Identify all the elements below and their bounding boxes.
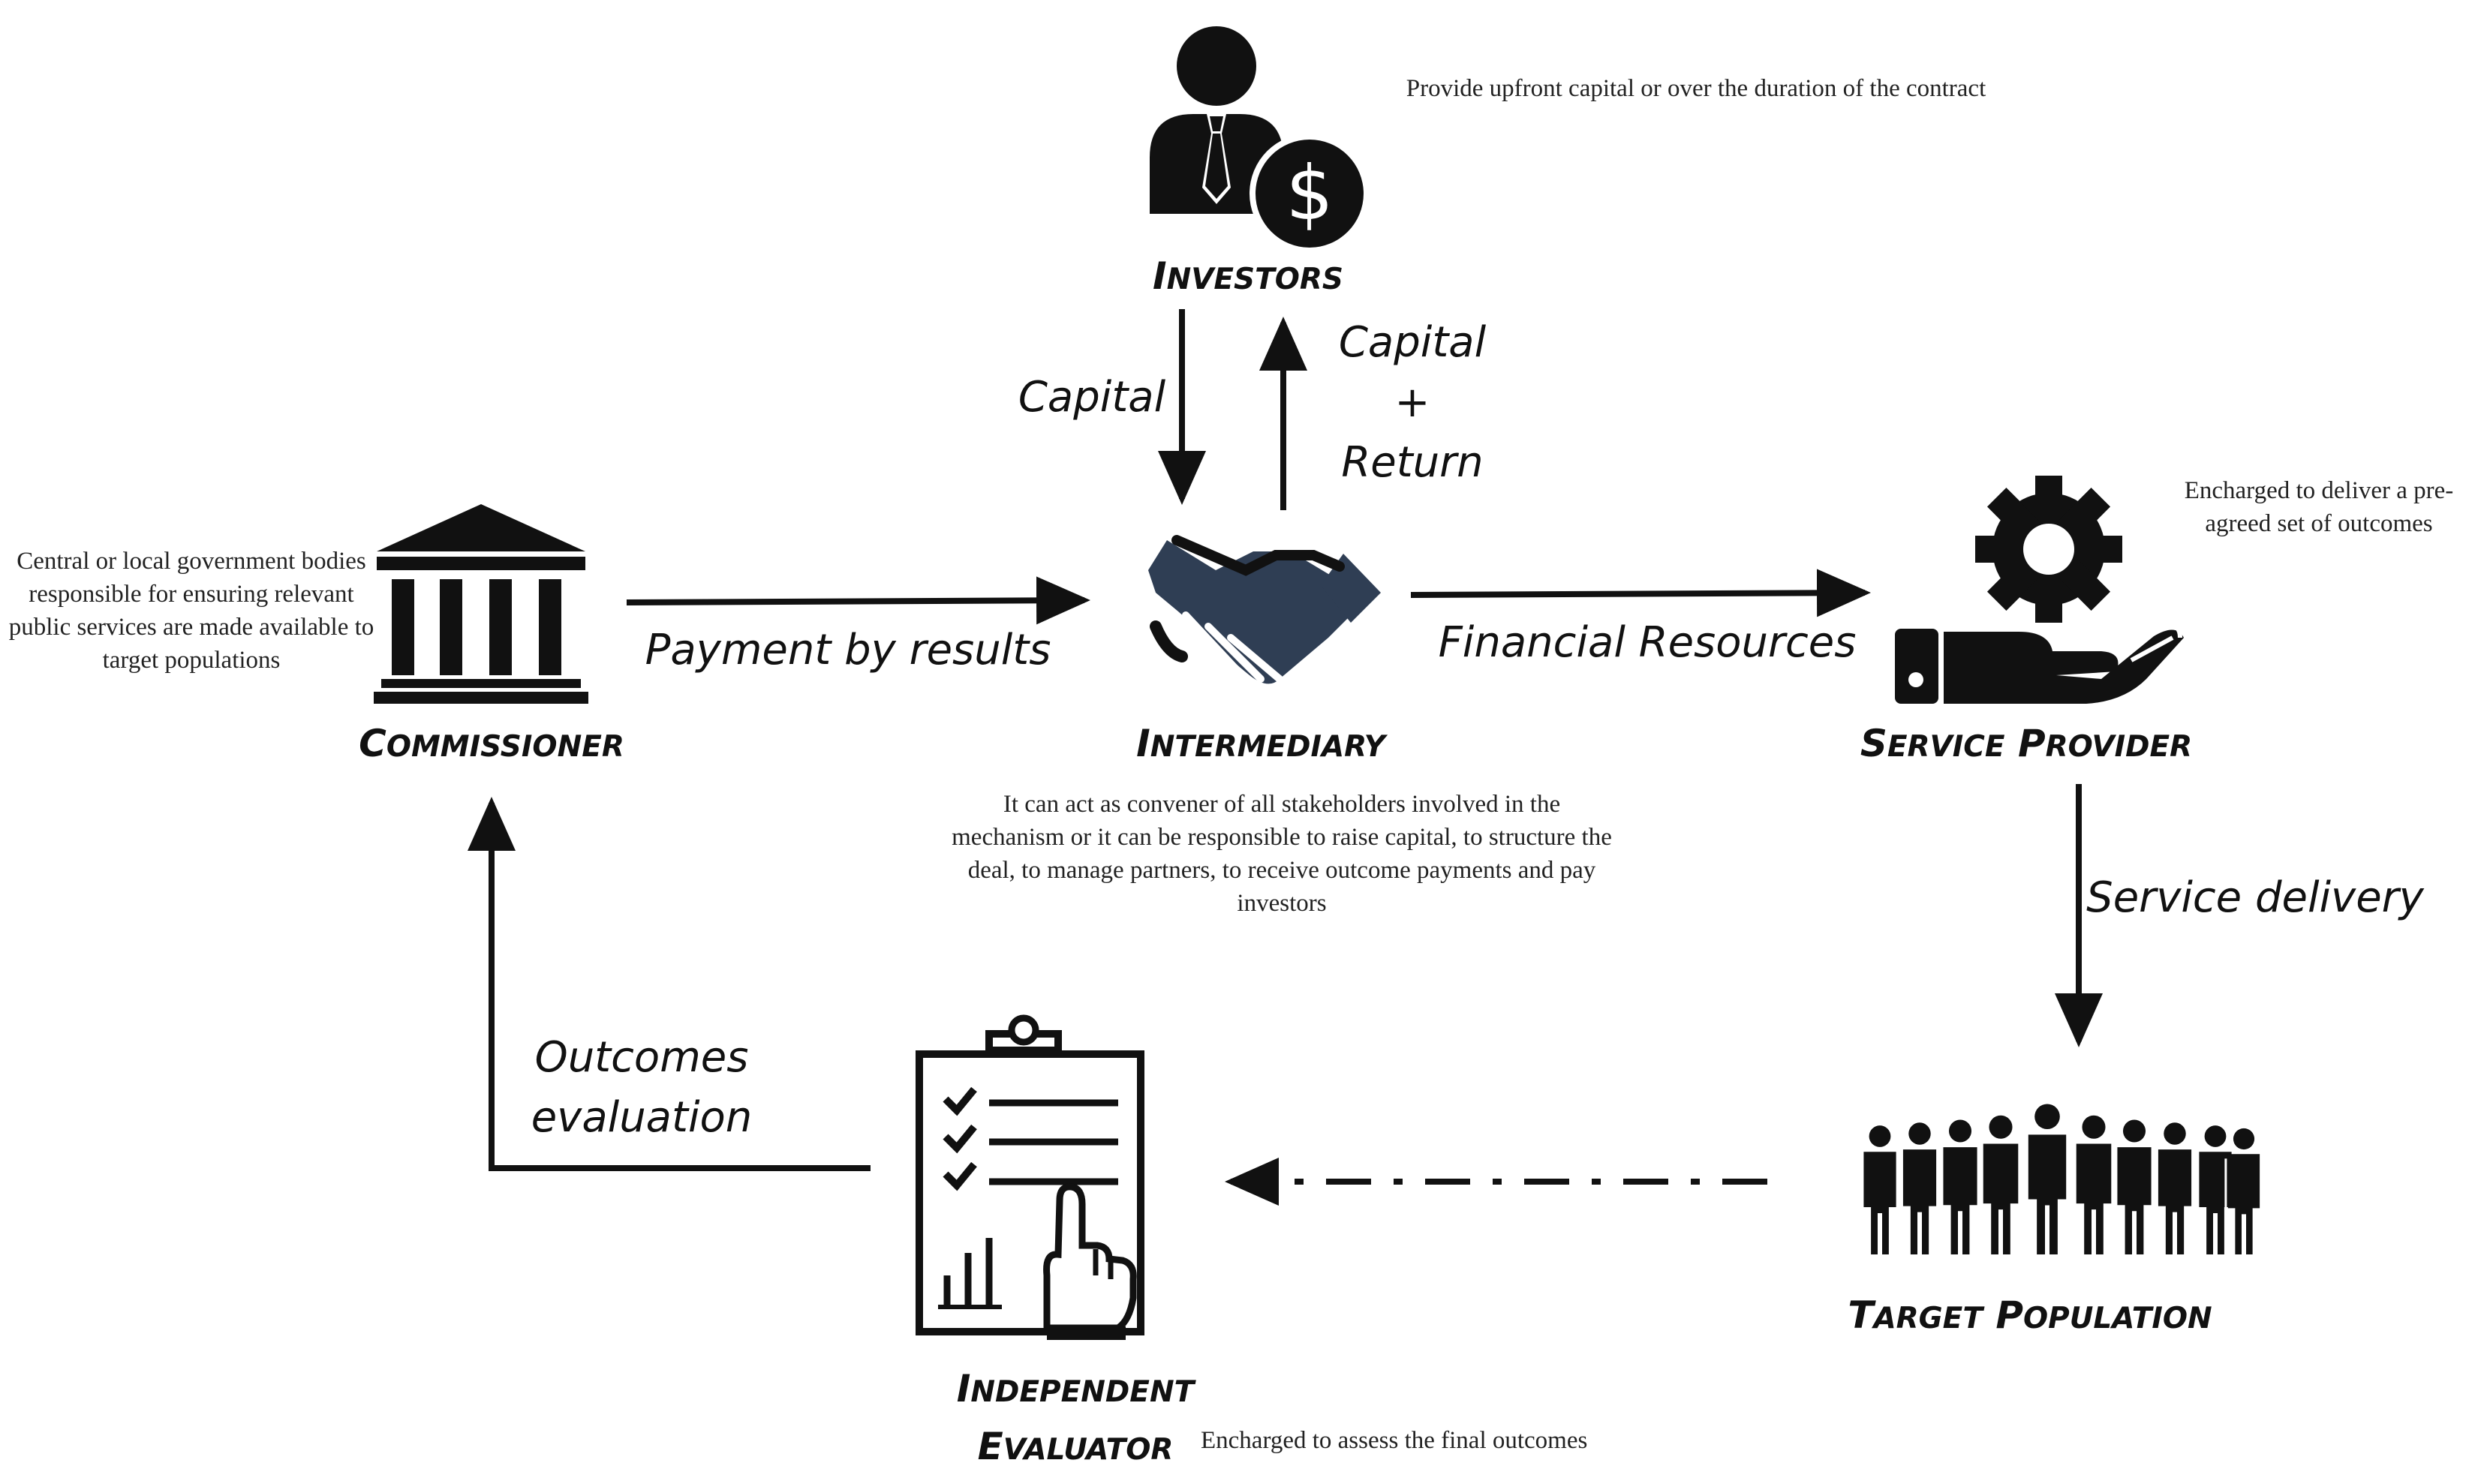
outcomes-evaluation-label-1: Outcomes xyxy=(535,1033,749,1082)
person-head xyxy=(2164,1122,2186,1145)
person-head xyxy=(1869,1125,1891,1147)
person-arm-gap xyxy=(2113,1152,2155,1228)
target-population-title: TARGET POPULATION xyxy=(1848,1293,2212,1337)
person-arm-gap xyxy=(2073,1148,2115,1227)
person-head xyxy=(1989,1115,2013,1139)
person-body xyxy=(2028,1134,2067,1254)
person-arm-gap xyxy=(1899,1154,1940,1229)
commissioner-description: Central or local government bodies respo… xyxy=(8,548,374,674)
intermediary-title: INTERMEDIARY xyxy=(1136,722,1388,765)
people-group-icon xyxy=(1860,1104,2263,1254)
person-arm-gap xyxy=(2155,1154,2195,1229)
person-head xyxy=(2204,1125,2227,1147)
person-arm-gap xyxy=(1980,1148,2022,1227)
financial-resources-label: Financial Resources xyxy=(1439,618,1857,667)
person-body xyxy=(2117,1147,2152,1254)
clipboard-checklist-icon xyxy=(916,1014,1144,1340)
person-arm-gap xyxy=(2224,1158,2263,1231)
intermediary-description: It can act as convener of all stakeholde… xyxy=(952,791,1612,917)
capital-return-label-1: Capital xyxy=(1339,318,1487,367)
independent-evaluator-title-line1: INDEPENDENT xyxy=(957,1367,1197,1410)
svg-text:$: $ xyxy=(1286,149,1334,237)
person-body xyxy=(1943,1147,1977,1254)
person-head xyxy=(2233,1128,2255,1150)
capital-return-label-2: + xyxy=(1395,378,1430,427)
payment-by-results-label: Payment by results xyxy=(645,626,1051,674)
government-building-icon xyxy=(374,504,588,704)
service-provider-title: SERVICE PROVIDER xyxy=(1860,722,2192,765)
independent-evaluator-title-line2: EVALUATOR xyxy=(978,1425,1174,1468)
person-head xyxy=(2082,1115,2106,1139)
person-head xyxy=(1908,1122,1931,1145)
edge-outcomes-evaluation-arrow xyxy=(468,797,871,1171)
person-body xyxy=(1983,1143,2019,1254)
service-delivery-label: Service delivery xyxy=(2086,873,2425,922)
person-body xyxy=(2199,1152,2232,1254)
investors-description: Provide upfront capital or over the dura… xyxy=(1406,75,1986,102)
service-provider-description: Encharged to deliver a pre-agreed set of… xyxy=(2184,477,2454,537)
person-body xyxy=(2076,1143,2112,1254)
person-body xyxy=(2227,1154,2260,1254)
person-body xyxy=(1863,1152,1896,1254)
outcomes-evaluation-label-2: evaluation xyxy=(531,1093,753,1142)
person-arm-gap xyxy=(1939,1152,1981,1228)
person-body xyxy=(1902,1149,1937,1254)
capital-return-label-3: Return xyxy=(1341,438,1483,487)
investor-dollar-icon: $ xyxy=(1150,26,1370,254)
person-head xyxy=(1948,1119,1972,1143)
person-head xyxy=(2034,1104,2060,1130)
capital-label: Capital xyxy=(1018,373,1166,422)
commissioner-title: COMMISSIONER xyxy=(359,722,624,765)
edge-payment-by-results-arrow xyxy=(626,576,1090,625)
person-arm-gap xyxy=(1860,1156,1900,1230)
independent-evaluator-description: Encharged to assess the final outcomes xyxy=(1201,1427,1588,1454)
handshake-icon xyxy=(1148,535,1381,684)
investors-title: INVESTORS xyxy=(1153,254,1343,298)
person-head xyxy=(2122,1119,2146,1143)
edge-financial-resources-arrow xyxy=(1410,569,1871,617)
person-body xyxy=(2158,1149,2192,1254)
gear-hand-icon xyxy=(1895,476,2184,704)
person-arm-gap xyxy=(2025,1139,2070,1222)
